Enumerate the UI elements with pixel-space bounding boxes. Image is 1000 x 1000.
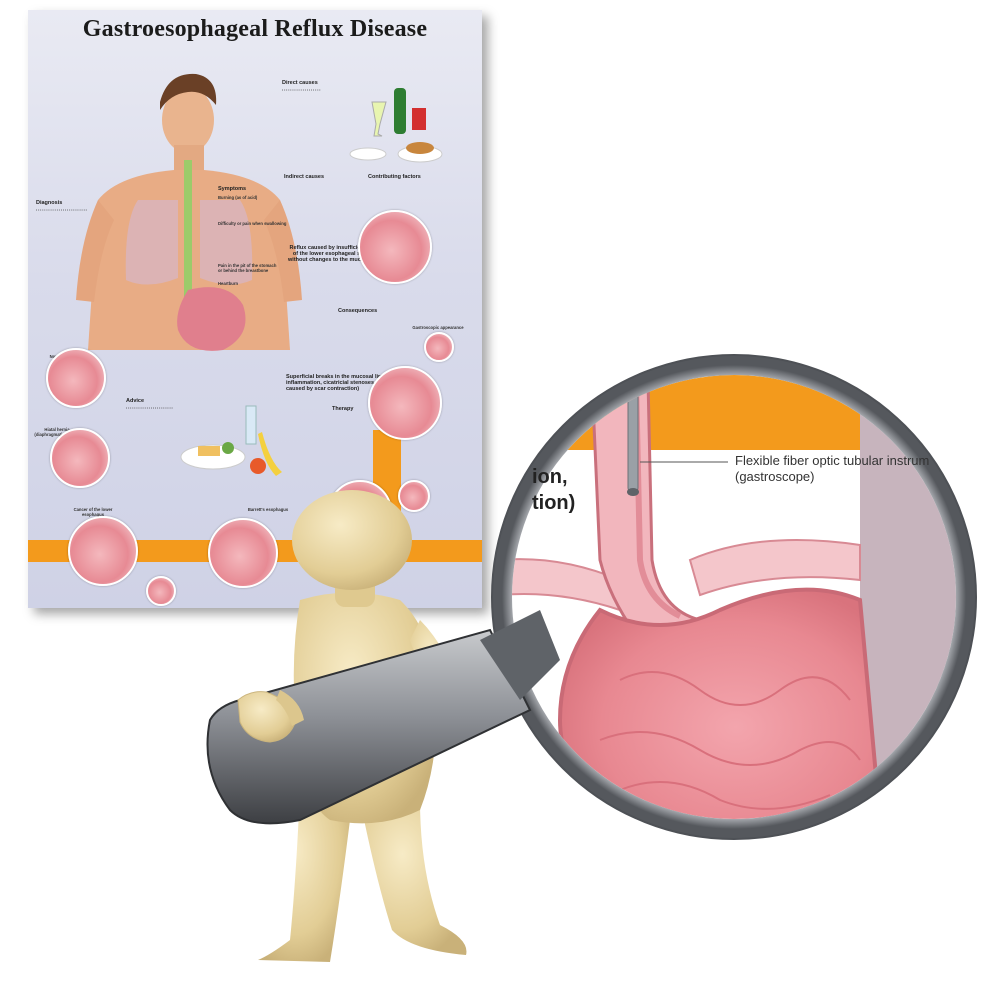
heading-therapy: Therapy [332, 406, 354, 412]
symptom-2: Difficulty or pain when swallowing [218, 221, 287, 226]
inset-barretts [208, 518, 278, 588]
lens-view [512, 375, 956, 819]
callout-line-1: Flexible fiber optic tubular instrum [735, 453, 930, 468]
inset-gastroscopic-2 [398, 480, 430, 512]
lens-heading-line-2: tion) [532, 492, 576, 514]
drinks-illustration [349, 88, 443, 163]
inset-hiatal-hernia [50, 428, 110, 488]
heading-contributing-factors: Contributing factors [368, 174, 421, 180]
inset-gastroscopic-1 [424, 332, 454, 362]
text-direct-causes: • • • • • • • • • • • • • • • • • • • [282, 88, 321, 92]
inset-normal-anatomy [46, 348, 106, 408]
label-gastroscopic: Gastroscopic appearance [412, 325, 464, 330]
magnifying-glass-icon [206, 610, 560, 825]
human-torso-illustration [76, 73, 302, 351]
inset-cancer [68, 516, 138, 586]
callout-line-2: (gastroscope) [735, 469, 815, 485]
heading-direct-causes: Direct causes [282, 80, 318, 86]
heading-indirect-causes: Indirect causes [284, 174, 325, 180]
heading-advice: Advice [126, 398, 145, 404]
figure-hand [237, 691, 297, 743]
inset-gastroscopic-3 [146, 576, 176, 606]
text-diagnosis: • • • • • • • • • • • • • • • • • • • • … [36, 208, 87, 212]
lens-rim [492, 355, 976, 839]
food-illustration [180, 405, 282, 476]
heading-diagnosis: Diagnosis [36, 200, 63, 206]
heading-consequences: Consequences [338, 308, 378, 314]
heading-symptoms: Symptoms [218, 186, 247, 192]
label-barretts: Barrett's esophagus [247, 507, 289, 512]
poster-title: Gastroesophageal Reflux Disease [82, 16, 428, 42]
heading-reflux: Reflux caused by insufficient closing of… [288, 245, 388, 264]
label-cancer: Cancer of the lower esophagus [73, 507, 113, 517]
heading-breaks: Superficial breaks in the mucosal lining… [286, 374, 404, 393]
inset-breaks [368, 366, 442, 440]
inset-hernia-2 [328, 480, 392, 544]
symptom-3: Pain in the pit of the stomach or behind… [218, 263, 277, 273]
lens-heading: ion, tion) [532, 464, 575, 516]
gastroscope-callout: Flexible fiber optic tubular instrum (ga… [735, 453, 945, 486]
label-hiatal-hernia: Hiatal hernia (diaphragmatic hernia) [34, 427, 80, 437]
symptom-4: Heartburn [218, 281, 239, 286]
inset-reflux [358, 210, 432, 284]
anatomy-poster: Gastroesophageal Reflux Disease Direct c… [28, 10, 482, 608]
symptom-1: Burning (as of acid) [218, 195, 258, 200]
lens-heading-line-1: ion, [532, 466, 568, 488]
text-advice: • • • • • • • • • • • • • • • • • • • • … [126, 406, 173, 410]
